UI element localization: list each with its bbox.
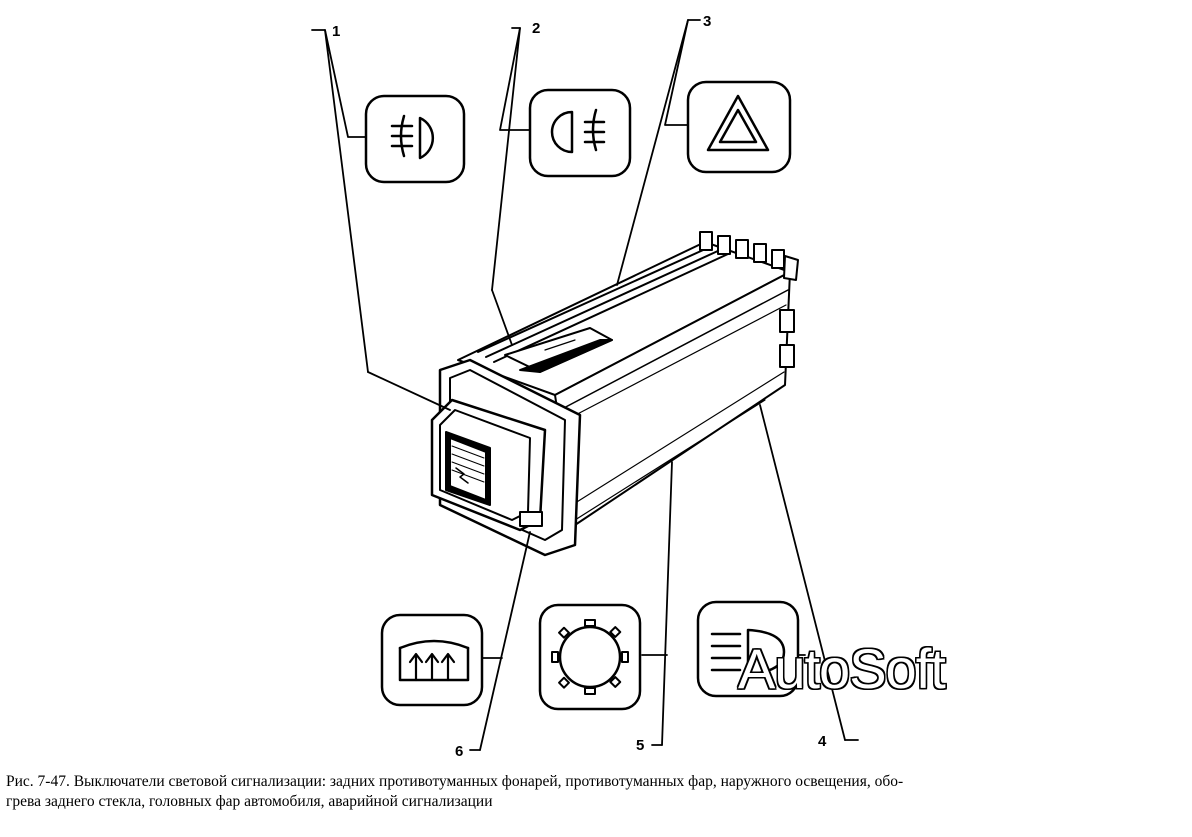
headlight-high-beam-icon xyxy=(696,600,800,698)
callout-2: 2 xyxy=(532,20,540,37)
caption-line-1: Рис. 7-47. Выключатели световой сигнализ… xyxy=(6,773,904,790)
callout-6: 6 xyxy=(455,743,463,760)
callout-4: 4 xyxy=(818,733,827,750)
callout-3: 3 xyxy=(703,13,711,30)
front-fog-light-icon xyxy=(528,88,632,178)
figure-caption: Рис. 7-47. Выключатели световой сигнализ… xyxy=(6,772,1186,812)
switch-body xyxy=(430,231,799,557)
rear-fog-light-icon xyxy=(364,94,466,184)
switch-diagram: 1 2 3 4 5 6 xyxy=(311,13,859,760)
leader-lines xyxy=(311,19,859,751)
watermark: AutoSoft xyxy=(738,637,946,700)
callout-5: 5 xyxy=(636,737,644,754)
exterior-lighting-icon xyxy=(538,603,642,711)
callout-1: 1 xyxy=(332,23,340,40)
rear-window-heating-icon xyxy=(380,613,484,707)
hazard-warning-icon xyxy=(686,80,792,174)
caption-line-2: грева заднего стекла, головных фар автом… xyxy=(6,793,493,810)
